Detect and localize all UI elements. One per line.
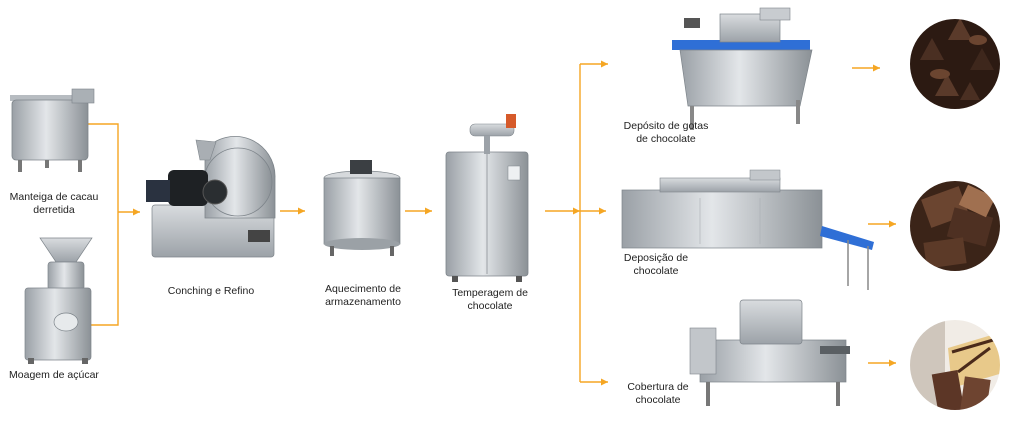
arrowhead-tempering: [425, 207, 432, 215]
chocolate-drops-photo-icon: [908, 17, 1002, 111]
arrow-heads: [133, 60, 896, 386]
label-storage-heating-line-1: Aquecimento de: [325, 283, 401, 295]
sugar-mill-icon: [24, 237, 93, 364]
arrowhead-branch: [573, 207, 580, 215]
label-drop-depositor-line-2: de chocolate: [636, 133, 696, 145]
coated-wafer-photo-icon: [908, 318, 1002, 412]
conching-machine-icon: [146, 136, 276, 258]
cocoa-butter-tank-icon: [10, 88, 95, 172]
arrowhead-coating: [601, 378, 608, 386]
label-conching-text: Conching e Refino: [167, 285, 255, 297]
label-tempering-line-2: chocolate: [467, 300, 513, 312]
depositing-line-icon: [621, 169, 874, 290]
label-depositing-line-2: chocolate: [633, 265, 679, 277]
arrowhead-drops: [601, 60, 608, 68]
arrowhead-storage: [298, 207, 305, 215]
label-coating-line-2: chocolate: [635, 394, 681, 406]
connector-sugar: [86, 212, 119, 326]
arrowhead-product-coated: [889, 359, 896, 367]
arrowhead-conching: [133, 208, 140, 216]
arrowhead-product-drops: [873, 64, 880, 72]
label-conching: Conching e Refino: [156, 285, 266, 298]
label-tempering-line-1: Temperagem de: [452, 287, 528, 299]
chocolate-bars-photo-icon: [908, 179, 1002, 273]
label-cocoa-butter-line-1: Manteiga de cacau: [9, 191, 99, 203]
label-tempering: Temperagem de chocolate: [440, 287, 540, 313]
coating-machine-icon: [689, 299, 850, 406]
label-storage-heating-line-2: armazenamento: [325, 296, 401, 308]
arrowhead-depositing: [599, 207, 606, 215]
label-drop-depositor-line-1: Depósito de gotas: [623, 120, 709, 132]
label-drop-depositor: Depósito de gotas de chocolate: [606, 120, 726, 146]
label-depositing-line-1: Deposição de: [623, 252, 689, 264]
arrowhead-product-bars: [889, 220, 896, 228]
label-cocoa-butter: Manteiga de cacau derretida: [4, 191, 104, 217]
tempering-machine-icon: [445, 114, 529, 282]
label-sugar-grinding: Moagem de açúcar: [4, 369, 104, 382]
label-sugar-grinding-text: Moagem de açúcar: [9, 369, 99, 381]
storage-tank-icon: [323, 160, 401, 256]
label-cocoa-butter-line-2: derretida: [33, 204, 75, 216]
label-depositing: Deposição de chocolate: [606, 252, 706, 278]
label-storage-heating: Aquecimento de armazenamento: [313, 283, 413, 309]
label-coating: Cobertura de chocolate: [608, 381, 708, 407]
label-coating-line-1: Cobertura de: [627, 381, 689, 393]
connector-cocoa: [86, 123, 119, 212]
drop-depositor-icon: [672, 7, 813, 130]
